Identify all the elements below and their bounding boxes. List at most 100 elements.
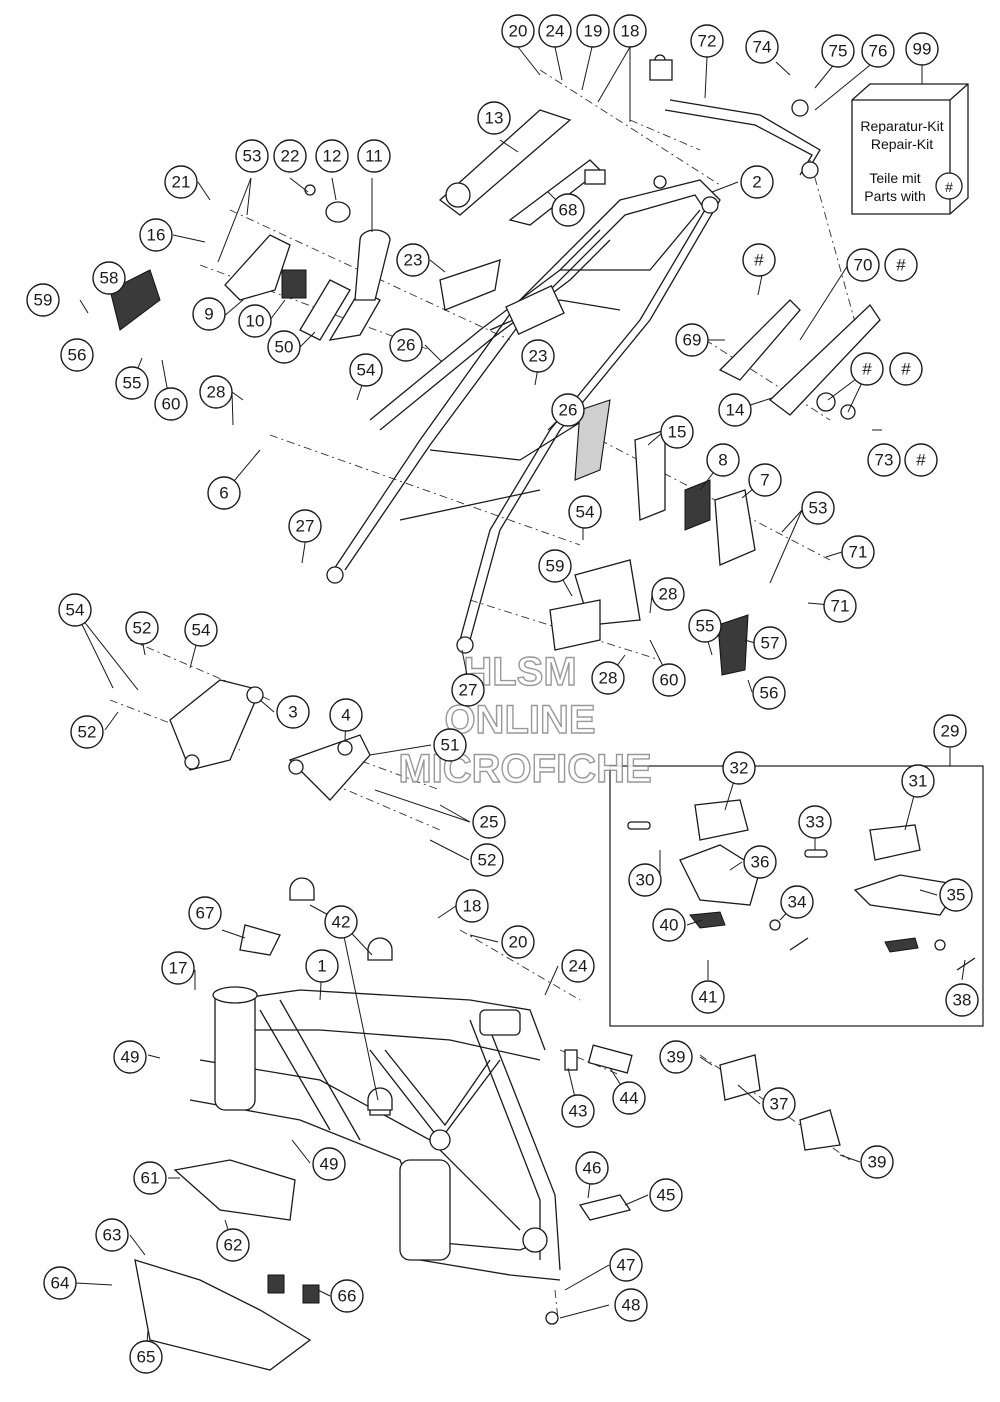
svg-text:54: 54 <box>357 361 376 380</box>
kit-label-2: Repair-Kit <box>871 136 933 152</box>
svg-text:63: 63 <box>103 1226 122 1245</box>
callout-18: 18 <box>613 14 647 48</box>
svg-text:#: # <box>896 256 906 275</box>
callout-68: 68 <box>551 193 585 227</box>
svg-text:56: 56 <box>760 684 779 703</box>
svg-text:54: 54 <box>192 621 211 640</box>
rear-subframe <box>326 175 721 654</box>
svg-text:#: # <box>901 360 911 379</box>
callout-48: 48 <box>614 1288 648 1322</box>
bottom-left-parts <box>134 877 393 1371</box>
callout-39-upper: 39 <box>659 1040 693 1074</box>
svg-text:8: 8 <box>718 451 727 470</box>
callout-16: 16 <box>139 218 173 252</box>
callout-28-upper: 28 <box>199 375 233 409</box>
callout-38: 38 <box>945 983 979 1017</box>
callout-50: 50 <box>267 330 301 364</box>
svg-text:59: 59 <box>546 557 565 576</box>
svg-text:54: 54 <box>576 503 595 522</box>
svg-text:53: 53 <box>243 147 262 166</box>
kit-hash-symbol: # <box>945 179 953 195</box>
callout-55-right: 55 <box>688 609 722 643</box>
callout-61: 61 <box>133 1161 167 1195</box>
callout-34: 34 <box>780 885 814 919</box>
callout-54-mid: 54 <box>568 495 602 529</box>
callout-66: 66 <box>330 1279 364 1313</box>
svg-text:76: 76 <box>869 42 888 61</box>
callout-60-right: 60 <box>652 663 686 697</box>
svg-text:1: 1 <box>317 957 326 976</box>
svg-text:11: 11 <box>365 147 383 166</box>
callout-19: 19 <box>576 14 610 48</box>
svg-text:60: 60 <box>660 671 679 690</box>
callout-32: 32 <box>722 751 756 785</box>
svg-text:12: 12 <box>323 147 342 166</box>
svg-text:53: 53 <box>809 499 828 518</box>
callout-40: 40 <box>652 908 686 942</box>
svg-text:35: 35 <box>947 886 966 905</box>
callout-26-top: 26 <box>389 328 423 362</box>
callout-35: 35 <box>939 878 973 912</box>
callout-12: 12 <box>315 139 349 173</box>
svg-text:17: 17 <box>169 959 188 978</box>
svg-text:69: 69 <box>683 331 702 350</box>
svg-text:13: 13 <box>485 109 504 128</box>
callout-36: 36 <box>743 845 777 879</box>
callout-47: 47 <box>609 1248 643 1282</box>
callout-71-lower: 71 <box>823 589 857 623</box>
callout-54-upper: 54 <box>349 353 383 387</box>
svg-text:54: 54 <box>66 601 85 620</box>
callout-hash-b: # <box>889 352 923 386</box>
callout-23-top: 23 <box>396 243 430 277</box>
svg-text:44: 44 <box>620 1089 639 1108</box>
callout-17: 17 <box>161 951 195 985</box>
svg-text:64: 64 <box>51 1274 70 1293</box>
svg-text:26: 26 <box>397 336 416 355</box>
callout-14: 14 <box>718 393 752 427</box>
callout-56-right: 56 <box>752 676 786 710</box>
callout-44: 44 <box>612 1081 646 1115</box>
main-frame <box>189 986 561 1281</box>
callout-hash-a: # <box>850 352 884 386</box>
repair-kit-box: Reparatur-Kit Repair-Kit Teile mit Parts… <box>851 83 969 215</box>
upper-right-parts <box>549 54 881 676</box>
svg-text:6: 6 <box>219 484 228 503</box>
callout-60-left: 60 <box>154 387 188 421</box>
callout-27-upper: 27 <box>288 509 322 543</box>
callout-70: 70 <box>846 248 880 282</box>
svg-text:9: 9 <box>204 305 213 324</box>
callout-63: 63 <box>95 1218 129 1252</box>
callout-33: 33 <box>798 805 832 839</box>
callout-49-mid: 49 <box>312 1147 346 1181</box>
svg-text:15: 15 <box>668 423 687 442</box>
svg-text:31: 31 <box>909 772 928 791</box>
callout-22: 22 <box>273 139 307 173</box>
callout-37: 37 <box>762 1087 796 1121</box>
callout-24: 24 <box>538 14 572 48</box>
callout-52-top: 52 <box>125 611 159 645</box>
svg-text:71: 71 <box>849 543 868 562</box>
callout-27-lower: 27 <box>451 673 485 707</box>
kit-label-3: Teile mit <box>869 170 920 186</box>
callout-67: 67 <box>188 896 222 930</box>
svg-text:61: 61 <box>141 1169 160 1188</box>
callout-29: 29 <box>933 714 967 748</box>
svg-text:73: 73 <box>875 451 894 470</box>
callout-10: 10 <box>238 304 272 338</box>
svg-text:29: 29 <box>941 722 960 741</box>
callout-53-right: 53 <box>801 491 835 525</box>
svg-text:74: 74 <box>753 38 772 57</box>
callout-65: 65 <box>129 1340 163 1374</box>
callout-25: 25 <box>472 805 506 839</box>
callout-hash-70: # <box>884 248 918 282</box>
svg-text:33: 33 <box>806 813 825 832</box>
callout-balloons: 20 24 19 18 72 74 75 76 99 13 53 22 12 1… <box>26 14 979 1374</box>
callout-2: 2 <box>740 165 774 199</box>
callout-hash-69: # <box>742 243 776 277</box>
svg-text:28: 28 <box>659 585 678 604</box>
svg-text:66: 66 <box>338 1287 357 1306</box>
svg-text:72: 72 <box>698 32 717 51</box>
svg-text:68: 68 <box>559 201 578 220</box>
svg-text:39: 39 <box>868 1153 887 1172</box>
